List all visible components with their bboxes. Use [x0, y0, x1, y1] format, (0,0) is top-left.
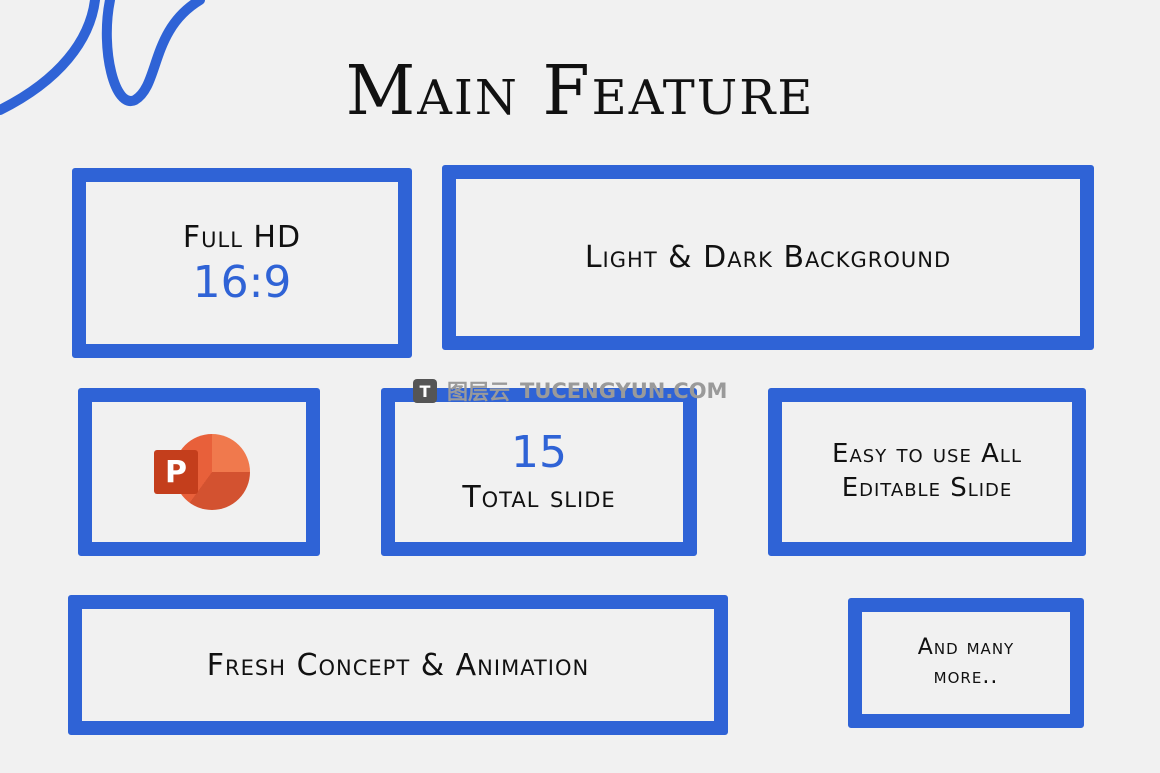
feature-box-editable: Easy to use All Editable Slide: [768, 388, 1086, 556]
feature-box-slides: 15 Total slide: [381, 388, 697, 556]
fullhd-label: Full HD: [182, 220, 302, 255]
more-line1: And many: [917, 635, 1015, 661]
powerpoint-icon: P: [154, 434, 250, 510]
watermark-cn: 图层云: [447, 380, 510, 404]
slide-count: 15: [511, 427, 567, 478]
watermark: T 图层云 TUCENGYUN.COM: [413, 376, 727, 406]
feature-box-background: Light & Dark Background: [442, 165, 1094, 350]
more-line2: more..: [933, 664, 999, 689]
aspect-ratio: 16:9: [192, 257, 292, 308]
watermark-logo-icon: T: [413, 379, 437, 403]
editable-line2: Editable Slide: [841, 473, 1013, 503]
feature-box-fullhd: Full HD 16:9: [72, 168, 412, 358]
feature-box-powerpoint: P: [78, 388, 320, 556]
slide-label: Total slide: [462, 480, 616, 515]
page-title: Main Feature: [345, 52, 815, 131]
background-label: Light & Dark Background: [584, 240, 952, 275]
concept-label: Fresh Concept & Animation: [206, 647, 590, 683]
editable-line1: Easy to use All: [832, 439, 1022, 470]
feature-box-more: And many more..: [848, 598, 1084, 728]
watermark-text: TUCENGYUN.COM: [520, 379, 728, 403]
decorative-swirl: [0, 0, 205, 115]
feature-box-concept: Fresh Concept & Animation: [68, 595, 728, 735]
